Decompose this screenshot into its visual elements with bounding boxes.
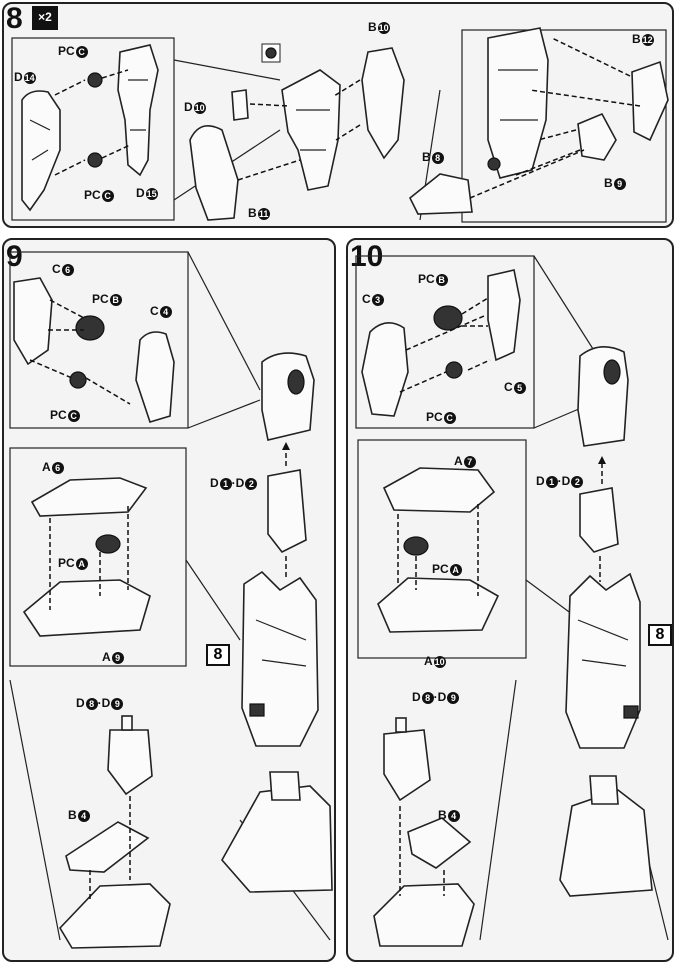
- part-d10: [231, 89, 249, 121]
- step9-ref-box: 8: [206, 644, 230, 666]
- part-c5: [487, 269, 521, 362]
- step10-inset-top: [355, 255, 535, 429]
- part-head-shell-s9: [261, 352, 315, 441]
- base-stand-s9: [221, 771, 333, 893]
- step9-inset-top: [9, 251, 189, 429]
- pc-b: [75, 315, 105, 341]
- part-c3: [361, 322, 409, 417]
- part-b9: [577, 112, 617, 161]
- part-leg-frame: [281, 69, 341, 191]
- step10-ref-box: 8: [648, 624, 672, 646]
- part-d8d9-s10: [383, 717, 431, 802]
- part-a10: [377, 577, 500, 633]
- part-d8d9-s9: [107, 715, 153, 796]
- pc-c-bottom: [87, 152, 103, 168]
- part-a7: [382, 467, 496, 513]
- step8-inset-right: [461, 29, 667, 223]
- part-d1d2-s9: [267, 469, 307, 554]
- part-b11: [189, 124, 239, 221]
- step9-inset-mid: [9, 447, 187, 667]
- part-b8: [408, 173, 473, 215]
- part-b10: [361, 47, 405, 160]
- pc-c: [69, 371, 87, 389]
- part-d1d2-s10: [579, 487, 619, 553]
- part-d15: [117, 44, 159, 177]
- assembled-leg-s10: [565, 572, 641, 749]
- small-part-icon: [261, 43, 281, 63]
- pc-c-top: [87, 72, 103, 88]
- part-b4-s10: [407, 817, 472, 869]
- base-stand-s10: [559, 775, 653, 897]
- pc-a: [95, 534, 121, 554]
- part-b4-s9: [65, 821, 150, 873]
- pc-c-s10: [445, 361, 463, 379]
- pc-a-s10: [403, 536, 429, 556]
- part-c4: [135, 331, 175, 423]
- base-s10: [373, 883, 475, 947]
- part-head-shell-s10: [577, 346, 629, 447]
- step8-number: 8: [6, 2, 23, 35]
- part-b12: [631, 60, 669, 142]
- part-leg-outer: [487, 27, 549, 179]
- step8-multiplier: ×2: [32, 6, 58, 30]
- step8-inset-left: [11, 37, 175, 221]
- part-d14: [21, 90, 61, 212]
- pc-b-s10: [433, 305, 463, 331]
- part-a9: [22, 579, 151, 637]
- part-a6: [30, 477, 148, 517]
- part-c6: [13, 277, 53, 366]
- assembled-leg-s9: [241, 570, 319, 747]
- base-s9: [59, 883, 171, 949]
